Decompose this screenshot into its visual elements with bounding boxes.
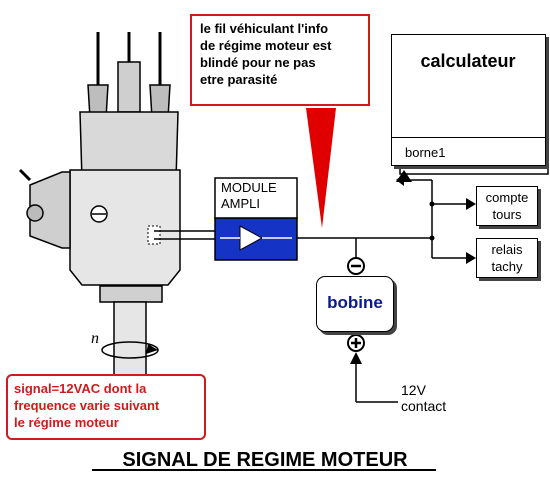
bobine-box: bobine [316, 276, 394, 332]
distributor [18, 32, 181, 381]
arrow-to-compte-tours-icon [466, 198, 476, 210]
callout-line: etre parasité [200, 72, 278, 87]
callout-line: de régime moteur est [200, 38, 332, 53]
relais-tachy-label: relais tachy [477, 241, 537, 275]
callout-pointer [306, 108, 336, 228]
bobine-label: bobine [327, 293, 383, 312]
vacuum-capsule [29, 171, 71, 249]
distributor-body [69, 169, 181, 286]
callout-line: le fil véhiculant l'info [200, 21, 329, 36]
signal-line: le régime moteur [14, 415, 119, 430]
signal-line: signal=12VAC dont la [14, 381, 147, 396]
compte-tours-label: compte tours [477, 189, 537, 223]
signal-callout: signal=12VAC dont la frequence varie sui… [6, 374, 206, 440]
borne1-label: borne1 [405, 145, 446, 160]
supply-line: contact [401, 398, 447, 414]
sensor-connector [147, 225, 161, 245]
supply-arrow-icon [350, 352, 362, 364]
compte-tours-line: tours [492, 207, 522, 222]
signal-line: frequence varie suivant [14, 398, 160, 413]
calculateur-title: calculateur [420, 51, 516, 71]
module-line: AMPLI [221, 196, 261, 211]
compte-tours-line: compte [485, 190, 529, 205]
arrow-to-relais-icon [466, 252, 476, 264]
distributor-shaft [113, 301, 147, 381]
supply-line: 12V [401, 382, 426, 398]
rotation-symbol: n [91, 330, 99, 347]
relais-tachy-box: relais tachy [476, 238, 538, 278]
diagram-title: SIGNAL DE REGIME MOTEUR [122, 449, 408, 471]
relais-tachy-line: relais [491, 242, 523, 257]
borne1-arrow-icon [396, 170, 412, 182]
shielded-wire-callout: le fil véhiculant l'info de régime moteu… [190, 14, 370, 106]
module-ampli-label-box [214, 177, 298, 219]
relais-tachy-line: tachy [491, 259, 523, 274]
calculateur-box: calculateur borne1 [391, 34, 546, 166]
compte-tours-box: compte tours [476, 186, 538, 226]
callout-line: blindé pour ne pas [200, 55, 316, 70]
module-line: MODULE [221, 180, 277, 195]
module-ampli-label: MODULE AMPLI [221, 180, 277, 212]
supply-label: 12V contact [401, 382, 446, 414]
